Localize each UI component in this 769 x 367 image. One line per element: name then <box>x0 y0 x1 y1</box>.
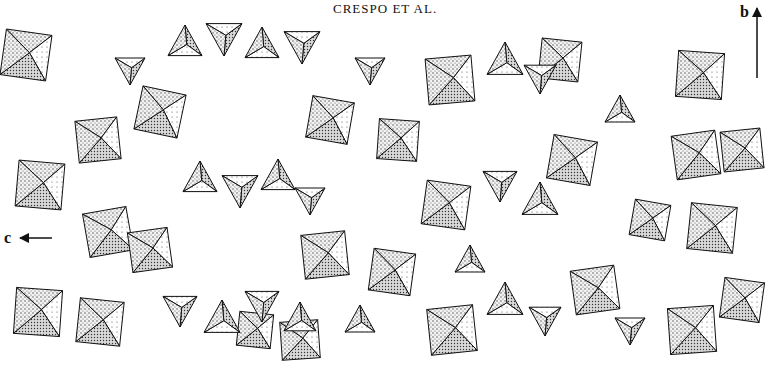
tetrahedron <box>522 182 558 214</box>
tetrahedron <box>204 300 240 332</box>
octahedron <box>570 265 620 315</box>
running-header: CRESPO ET AL. <box>333 2 437 15</box>
octahedron <box>301 231 349 279</box>
octahedron <box>134 86 186 138</box>
tetrahedron <box>605 95 635 122</box>
tetrahedron <box>163 296 197 327</box>
octahedron <box>127 227 172 272</box>
axis-label: c <box>4 230 11 246</box>
octahedron <box>687 203 738 254</box>
octahedron <box>83 207 134 258</box>
octahedron <box>671 130 721 180</box>
tetrahedron <box>487 42 523 74</box>
tetrahedron <box>487 282 523 314</box>
tetrahedron <box>295 188 325 215</box>
octahedron <box>377 119 420 162</box>
octahedron <box>425 55 475 105</box>
octahedron <box>368 248 415 295</box>
octahedron <box>306 96 355 145</box>
octahedron <box>547 135 598 186</box>
octahedron <box>629 199 671 241</box>
octahedron <box>236 311 273 348</box>
tetrahedron <box>206 24 242 56</box>
polyhedra <box>0 24 765 361</box>
tetrahedron <box>115 58 145 85</box>
tetrahedron <box>355 58 385 85</box>
tetrahedron <box>245 291 279 322</box>
tetrahedron <box>245 27 279 58</box>
octahedron <box>15 160 65 210</box>
tetrahedron <box>455 245 485 272</box>
axis-label: b <box>740 4 749 20</box>
tetrahedron <box>284 302 316 331</box>
tetrahedron <box>168 25 202 56</box>
octahedron <box>719 277 764 322</box>
tetrahedron <box>524 65 556 94</box>
octahedron <box>13 287 62 336</box>
c-axis-arrow <box>20 237 52 239</box>
octahedron <box>280 320 321 361</box>
tetrahedron <box>261 159 295 190</box>
octahedron <box>75 117 121 163</box>
octahedron <box>76 298 124 346</box>
tetrahedron <box>345 305 375 332</box>
octahedron <box>667 305 716 354</box>
octahedron <box>720 128 764 172</box>
octahedron <box>0 29 52 81</box>
tetrahedron <box>529 307 561 336</box>
tetrahedron <box>183 161 217 192</box>
tetrahedron <box>222 176 258 208</box>
tetrahedron <box>615 318 645 345</box>
octahedron <box>421 180 471 230</box>
tetrahedron <box>483 171 517 202</box>
octahedron <box>427 305 478 356</box>
tetrahedron <box>284 32 320 64</box>
b-axis-arrow <box>756 8 758 78</box>
octahedron <box>675 50 724 99</box>
